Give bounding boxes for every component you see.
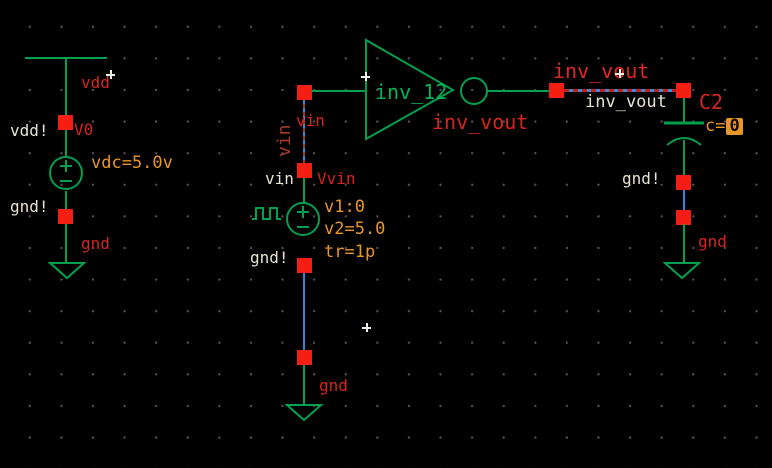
net-label-gnd[interactable]: gnd bbox=[319, 376, 348, 395]
vin-net-wire-highlighted[interactable] bbox=[303, 100, 305, 163]
inverter-output-wire[interactable] bbox=[487, 90, 550, 92]
instance-label-inv12[interactable]: inv_12 bbox=[375, 80, 448, 104]
pin-square-gnd-symbol[interactable] bbox=[297, 350, 312, 365]
pin-square-gnd-symbol[interactable] bbox=[676, 210, 691, 225]
output-net-label[interactable]: inv_vout bbox=[432, 110, 529, 134]
origin-marker-icon bbox=[362, 323, 371, 332]
vsource-vvin-symbol[interactable] bbox=[284, 200, 322, 238]
ground-symbol[interactable] bbox=[663, 262, 701, 280]
pin-net-label-gnd[interactable]: gnd! bbox=[10, 197, 49, 216]
inverter-bubble bbox=[460, 77, 488, 105]
ground-symbol[interactable] bbox=[285, 404, 323, 422]
pin-square-vdd[interactable] bbox=[58, 115, 73, 130]
wire[interactable] bbox=[303, 365, 305, 406]
property-c[interactable]: c=0 bbox=[705, 118, 743, 135]
gnd-net-wire-blue[interactable] bbox=[683, 190, 685, 211]
net-label-vdd[interactable]: vdd bbox=[81, 73, 110, 92]
pin-square-vout-right[interactable] bbox=[676, 83, 691, 98]
pin-net-label-vdd[interactable]: vdd! bbox=[10, 121, 49, 140]
net-label-gnd[interactable]: gnd bbox=[81, 234, 110, 253]
wire[interactable] bbox=[65, 224, 67, 264]
wire[interactable] bbox=[65, 191, 67, 210]
pin-square-vvin-minus[interactable] bbox=[297, 258, 312, 273]
pin-square-gnd[interactable] bbox=[58, 209, 73, 224]
property-v1[interactable]: v1:0 bbox=[324, 197, 365, 217]
pin-net-label-gnd[interactable]: gnd! bbox=[250, 248, 289, 267]
pin-square-cap-bottom[interactable] bbox=[676, 175, 691, 190]
instance-label-c2[interactable]: C2 bbox=[699, 90, 724, 114]
vdd-stem-wire[interactable] bbox=[65, 57, 67, 116]
property-vdc[interactable]: vdc=5.0v bbox=[91, 153, 173, 173]
vsource-v0-symbol[interactable] bbox=[47, 154, 85, 192]
property-c-value: 0 bbox=[726, 118, 743, 135]
pulse-waveform-icon bbox=[252, 207, 281, 220]
wire[interactable] bbox=[303, 178, 305, 203]
ground-symbol[interactable] bbox=[48, 262, 86, 280]
wire[interactable] bbox=[65, 130, 67, 156]
inv-vout-net-wire-highlighted[interactable] bbox=[564, 89, 677, 92]
property-c-prefix: c= bbox=[705, 116, 726, 136]
pin-square-vvin-plus[interactable] bbox=[297, 163, 312, 178]
pin-square-vin-top[interactable] bbox=[297, 85, 312, 100]
inverter-input-wire[interactable] bbox=[312, 90, 366, 92]
wire[interactable] bbox=[683, 224, 685, 264]
pin-net-label-vin[interactable]: vin bbox=[265, 169, 294, 188]
instance-label-vvin[interactable]: Vvin bbox=[317, 169, 356, 188]
wire[interactable] bbox=[683, 140, 685, 176]
property-tr[interactable]: tr=1p bbox=[324, 242, 376, 262]
net-label-inv-vout-top[interactable]: inv_vout bbox=[553, 59, 650, 83]
pin-net-label-gnd[interactable]: gnd! bbox=[622, 169, 661, 188]
capacitor-symbol[interactable] bbox=[662, 120, 706, 148]
origin-marker-icon bbox=[106, 70, 115, 79]
origin-marker-icon bbox=[361, 72, 370, 81]
gnd-net-wire-blue[interactable] bbox=[303, 273, 305, 351]
origin-marker-icon bbox=[615, 69, 624, 78]
wire[interactable] bbox=[683, 98, 685, 123]
property-v2[interactable]: v2=5.0 bbox=[324, 219, 386, 239]
wire-label-inv-vout[interactable]: inv_vout bbox=[585, 92, 667, 112]
net-label-gnd[interactable]: gnd bbox=[698, 232, 727, 251]
wire-label-vin[interactable]: vin bbox=[296, 111, 325, 130]
pin-square-vout-left[interactable] bbox=[549, 83, 564, 98]
instance-label-v0[interactable]: V0 bbox=[74, 120, 94, 139]
wire-label-vin-rotated[interactable]: vin bbox=[274, 124, 295, 157]
